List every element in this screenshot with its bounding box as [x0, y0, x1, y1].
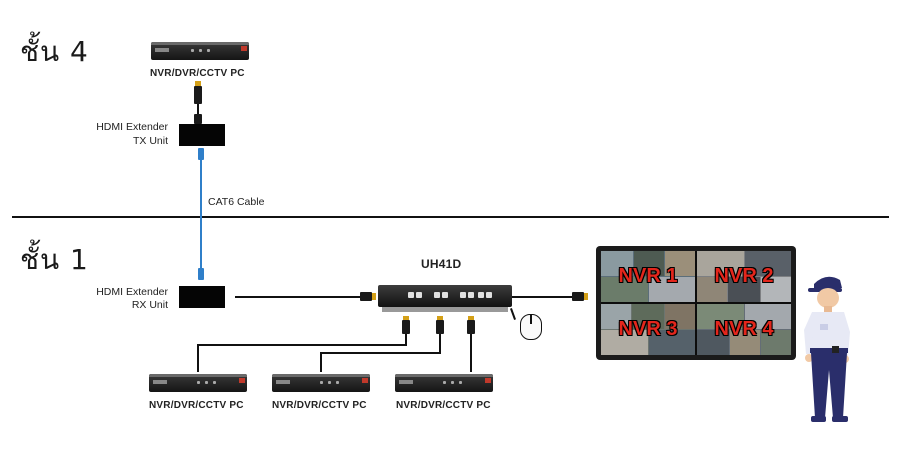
floor-label-bottom: ชั้น 1 [20, 243, 89, 276]
hdmi-plug-in-2-tip [437, 316, 443, 320]
hdmi-plug-in-2 [436, 320, 444, 334]
monitor-quadrant-4: NVR 4 [697, 304, 791, 355]
mouse-icon [520, 314, 542, 340]
monitor-quadrant-1: NVR 1 [601, 251, 695, 302]
bottom-nvr-device-2 [272, 374, 370, 392]
hdmi-plug-monitor [572, 292, 584, 301]
switch-label: UH41D [421, 257, 462, 271]
monitor-screen: NVR 1 NVR 2 NVR 3 NVR 4 [601, 251, 791, 355]
rj45-plug-rx [198, 268, 204, 280]
hdmi-plug-tip-top [195, 81, 201, 86]
hdmi-cable-1-b [197, 344, 407, 346]
rx-label-line2: RX Unit [131, 299, 168, 311]
hdmi-cable-top [197, 104, 199, 116]
bottom-nvr-device-1 [149, 374, 247, 392]
hdmi-cable-rx-to-switch [235, 296, 360, 298]
hdmi-cable-2-c [320, 352, 322, 372]
hdmi-plug-tx [194, 114, 202, 124]
hdmi-plug-monitor-tip [584, 293, 588, 300]
kvm-switch-uh41d [378, 285, 512, 312]
top-nvr-label: NVR/DVR/CCTV PC [150, 68, 245, 79]
floor-divider [12, 216, 889, 218]
hdmi-cable-1-a [405, 334, 407, 346]
hdmi-extender-rx [179, 286, 225, 308]
top-nvr-device [151, 42, 249, 60]
bottom-nvr-device-3 [395, 374, 493, 392]
hdmi-plug-in-3 [467, 320, 475, 334]
hdmi-cable-switch-to-monitor [512, 296, 572, 298]
bottom-nvr-label-2: NVR/DVR/CCTV PC [272, 400, 367, 411]
video-wall-monitor: NVR 1 NVR 2 NVR 3 NVR 4 [596, 246, 796, 360]
quadrant-label-1: NVR 1 [618, 265, 678, 287]
rx-label-line1: HDMI Extender [96, 286, 168, 298]
bottom-nvr-label-1: NVR/DVR/CCTV PC [149, 400, 244, 411]
tx-label-line1: HDMI Extender [96, 121, 168, 133]
hdmi-extender-tx [179, 124, 225, 146]
hdmi-cable-2-b [320, 352, 441, 354]
rj45-plug-tx [198, 148, 204, 160]
cat6-cable [200, 160, 202, 268]
hdmi-plug-switch-in-tip [372, 293, 376, 300]
security-guard-icon [804, 276, 850, 422]
hdmi-plug-switch-in [360, 292, 372, 301]
tx-label-line2: TX Unit [132, 135, 168, 147]
floor-label-top: ชั้น 4 [20, 35, 89, 68]
quadrant-label-3: NVR 3 [618, 318, 678, 340]
hdmi-plug-in-3-tip [468, 316, 474, 320]
monitor-quadrant-2: NVR 2 [697, 251, 791, 302]
monitor-quadrant-3: NVR 3 [601, 304, 695, 355]
hdmi-plug-top [194, 86, 202, 104]
bottom-nvr-label-3: NVR/DVR/CCTV PC [396, 400, 491, 411]
hdmi-plug-in-1-tip [403, 316, 409, 320]
hdmi-plug-in-1 [402, 320, 410, 334]
hdmi-cable-2-a [439, 334, 441, 354]
hdmi-cable-1-c [197, 344, 199, 372]
cat6-label: CAT6 Cable [208, 196, 265, 208]
quadrant-label-2: NVR 2 [714, 265, 774, 287]
hdmi-cable-3 [470, 334, 472, 372]
quadrant-label-4: NVR 4 [714, 318, 774, 340]
mouse-cable [510, 308, 516, 320]
